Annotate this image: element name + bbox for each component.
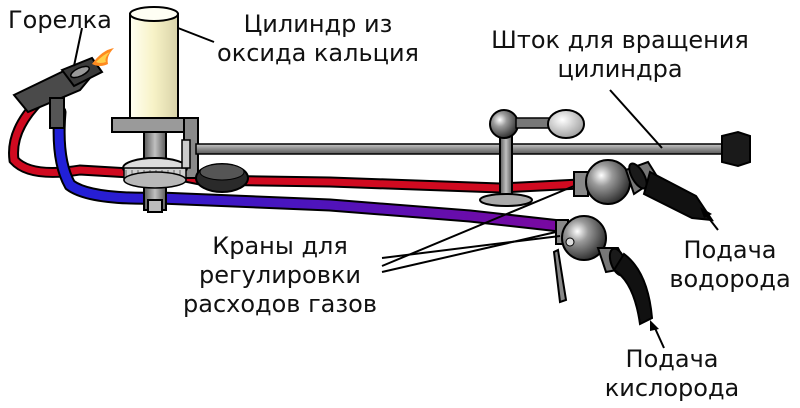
hydrogen-valve xyxy=(573,159,660,205)
oxygen-arrow xyxy=(650,320,665,349)
rod-support xyxy=(479,109,585,207)
oxygen-valve xyxy=(552,215,630,304)
label-hydrogen-line-1: Подача xyxy=(683,236,777,264)
label-burner: Горелка xyxy=(8,6,112,35)
rod-grip xyxy=(195,163,249,193)
label-rod: Шток для вращения цилиндра xyxy=(468,26,772,84)
label-valves-line-2: регулировки xyxy=(199,261,361,289)
label-valves-line-3: расходов газов xyxy=(183,290,377,318)
flame xyxy=(92,48,114,66)
oxygen-hose xyxy=(612,252,654,326)
label-rod-line-2: цилиндра xyxy=(557,55,683,83)
cylinder-holder xyxy=(111,109,199,213)
label-burner-line: Горелка xyxy=(8,6,112,34)
label-cylinder: Цилиндр из оксида кальция xyxy=(198,10,438,68)
label-cylinder-line-2: оксида кальция xyxy=(217,39,419,67)
label-hydrogen-line-2: водорода xyxy=(669,265,791,293)
label-valves-line-1: Краны для xyxy=(212,232,348,260)
label-cylinder-line-1: Цилиндр из xyxy=(243,10,393,38)
label-oxygen: Подача кислорода xyxy=(586,345,758,403)
label-rod-line-1: Шток для вращения xyxy=(491,26,749,54)
hydrogen-hose xyxy=(642,170,715,222)
lime-cylinder xyxy=(129,6,179,119)
leader-lines xyxy=(73,27,663,273)
rotation-rod xyxy=(195,130,751,168)
label-valves: Краны для регулировки расходов газов xyxy=(166,232,394,319)
label-hydrogen: Подача водорода xyxy=(662,236,798,294)
burner xyxy=(12,56,104,129)
label-oxygen-line-2: кислорода xyxy=(604,374,740,402)
hydrogen-arrow xyxy=(700,207,719,231)
label-oxygen-line-1: Подача xyxy=(625,345,719,373)
